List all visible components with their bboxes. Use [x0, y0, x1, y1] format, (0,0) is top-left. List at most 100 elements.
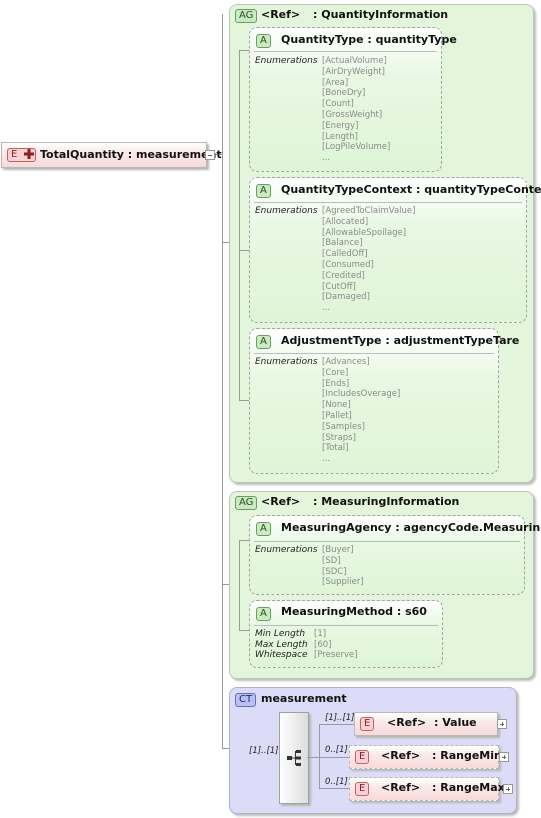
enumeration-value: [Area]	[322, 77, 349, 88]
element-name: : RangeMax	[432, 781, 505, 794]
attribute-measuring-method[interactable]: A MeasuringMethod : s60 Min Length Max L…	[249, 600, 443, 668]
enumeration-value: [Samples]	[322, 421, 365, 432]
enumeration-value: [Advances]	[322, 357, 370, 367]
connector-group-measuring	[222, 584, 229, 585]
sequence-icon	[285, 749, 303, 767]
value-cardinality: [1]..[1]	[325, 713, 355, 723]
enumeration-list: [AgreedToClaimValue] [Allocated] [Allowa…	[322, 206, 415, 314]
connector-root-h	[214, 154, 223, 155]
enumeration-value: ...	[322, 454, 331, 465]
enumeration-value: [SDC]	[322, 566, 347, 577]
divider	[254, 202, 522, 203]
branch-measuring-agency	[239, 540, 249, 541]
root-element[interactable]: E TotalQuantity : measurement	[1, 142, 222, 168]
sequence-compositor[interactable]	[279, 712, 309, 804]
facet-max-length-value: [60]	[314, 639, 332, 650]
collapse-toggle[interactable]	[205, 150, 215, 160]
facet-labels: Min Length Max Length Whitespace	[255, 629, 308, 661]
enumeration-value: [IncludesOverage]	[322, 389, 401, 400]
enumeration-value: [Damaged]	[322, 292, 370, 303]
enumeration-value: [Core]	[322, 367, 349, 378]
attribute-badge: A	[256, 335, 271, 349]
root-element-name: TotalQuantity : measurement	[40, 148, 222, 161]
facet-label: Enumerations	[255, 545, 318, 555]
attribute-measuring-agency[interactable]: A MeasuringAgency : agencyCode.Measuring…	[249, 515, 541, 595]
attribute-adjustment-type[interactable]: A AdjustmentType : adjustmentTypeTare En…	[249, 328, 519, 474]
attribute-badge: A	[256, 184, 271, 198]
facet-label: Enumerations	[255, 357, 318, 367]
enumeration-value: [LogPileVolume]	[322, 142, 391, 153]
enumeration-value: [Credited]	[322, 270, 365, 281]
enumeration-value: [ActualVolume]	[322, 56, 387, 66]
facet-whitespace-value: [Preserve]	[314, 650, 358, 660]
attribute-name: QuantityTypeContext : quantityTypeContex…	[281, 183, 541, 196]
attribute-name: MeasuringAgency : agencyCode.Measuring	[281, 521, 541, 534]
enumeration-value: ...	[322, 303, 331, 314]
enumeration-value: [None]	[322, 400, 351, 411]
enumeration-value: [Consumed]	[322, 259, 374, 270]
facet-min-length-value: [1]	[314, 629, 327, 639]
enumeration-value: [AllowableSpoilage]	[322, 227, 407, 238]
facet-min-length-label: Min Length	[255, 629, 306, 639]
ref-tag: <Ref>	[387, 716, 427, 729]
branch-adjustment-type	[239, 400, 249, 401]
facet-label: Enumerations	[255, 206, 318, 216]
facet-whitespace-label: Whitespace	[255, 650, 308, 660]
divider	[254, 353, 494, 354]
enumeration-value: [Length]	[322, 131, 358, 142]
enumeration-value: [Ends]	[322, 378, 350, 389]
sequence-out	[307, 757, 320, 758]
group-quantity-spine	[239, 50, 240, 400]
enumeration-value: [GrossWeight]	[322, 109, 383, 120]
range-min-cardinality: 0..[1]	[325, 745, 348, 755]
divider	[254, 625, 438, 626]
enumeration-value: [BoneDry]	[322, 88, 366, 99]
expand-range-min-icon[interactable]	[499, 752, 509, 762]
group-name: : MeasuringInformation	[313, 495, 460, 508]
ref-tag: <Ref>	[261, 495, 301, 508]
attribute-badge: A	[256, 607, 271, 621]
enumeration-value: [Total]	[322, 443, 349, 454]
element-name: : RangeMin	[432, 749, 502, 762]
divider	[254, 51, 437, 52]
branch-value	[319, 724, 354, 725]
attribute-name: QuantityType : quantityType	[281, 33, 457, 46]
enumeration-list: [Buyer] [SD] [SDC] [Supplier]	[322, 545, 364, 588]
attribute-quantity-type[interactable]: A QuantityType : quantityType Enumeratio…	[249, 27, 457, 172]
enumeration-value: [AgreedToClaimValue]	[322, 206, 416, 216]
expand-value-icon[interactable]	[497, 719, 507, 729]
attribute-group-badge: AG	[235, 496, 258, 510]
expand-plus-icon	[24, 149, 34, 159]
attribute-quantity-type-context[interactable]: A QuantityTypeContext : quantityTypeCont…	[249, 177, 541, 323]
expand-range-max-icon[interactable]	[503, 784, 513, 794]
element-range-min[interactable]: E <Ref> : RangeMin	[349, 745, 502, 769]
enumeration-value: [SD]	[322, 555, 341, 566]
enumeration-list: [ActualVolume] [AirDryWeight] [Area] [Bo…	[322, 56, 390, 164]
group-name: : QuantityInformation	[313, 8, 449, 21]
facet-label: Enumerations	[255, 56, 318, 66]
range-max-cardinality: 0..[1]	[325, 777, 348, 787]
complex-type-cardinality: [1]..[1]	[249, 746, 279, 756]
ref-tag: <Ref>	[381, 749, 421, 762]
enumeration-value: [Pallet]	[322, 410, 352, 421]
element-badge: E	[355, 782, 370, 796]
enumeration-value: [Count]	[322, 99, 354, 110]
ref-tag: <Ref>	[261, 8, 301, 21]
branch-quantity-type	[239, 50, 249, 51]
complex-type-badge: CT	[235, 693, 257, 707]
element-range-max[interactable]: E <Ref> : RangeMax	[349, 777, 505, 801]
group-measuring-spine	[239, 540, 240, 631]
enumeration-value: [Energy]	[322, 120, 359, 131]
enumeration-value: [AirDryWeight]	[322, 66, 385, 77]
attribute-name: AdjustmentType : adjustmentTypeTare	[281, 334, 520, 347]
enumeration-value: [Supplier]	[322, 577, 364, 588]
element-value[interactable]: E <Ref> : Value	[354, 712, 498, 736]
enumeration-value: [Balance]	[322, 238, 363, 249]
enumeration-value: [Allocated]	[322, 216, 369, 227]
enumeration-value: ...	[322, 153, 331, 164]
branch-range-min	[319, 757, 349, 758]
branch-quantity-type-context	[239, 250, 249, 251]
branch-range-max	[319, 788, 349, 789]
element-badge: E	[355, 750, 370, 764]
attribute-name: MeasuringMethod : s60	[281, 605, 427, 618]
